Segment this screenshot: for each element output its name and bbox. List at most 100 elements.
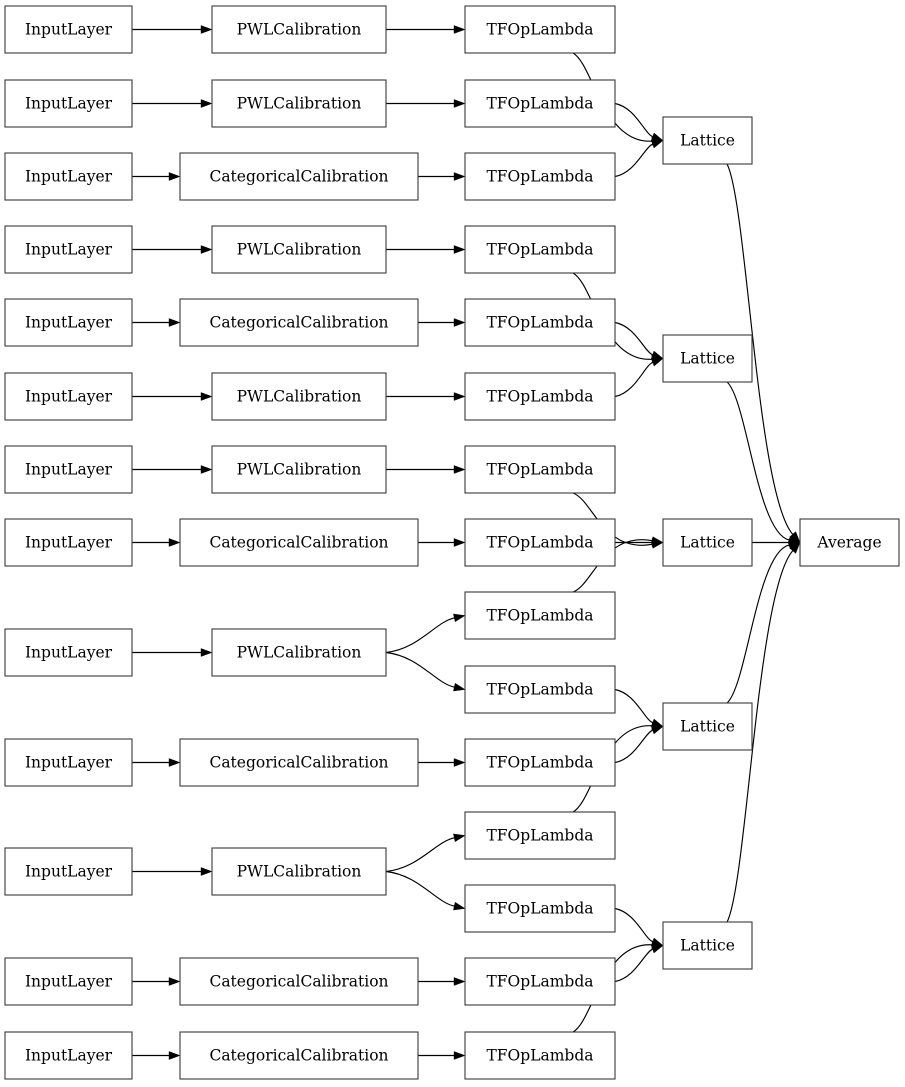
node-box[interactable]: [211, 372, 387, 421]
node-box[interactable]: [464, 518, 616, 567]
node-lattice[interactable]: Lattice: [662, 518, 753, 567]
node-input-layer[interactable]: InputLayer: [4, 298, 133, 347]
node-box[interactable]: [4, 5, 133, 54]
node-categorical-calibration[interactable]: CategoricalCalibration: [179, 1031, 419, 1080]
node-pwlcalibration[interactable]: PWLCalibration: [211, 628, 387, 677]
node-box[interactable]: [799, 518, 900, 567]
node-box[interactable]: [4, 152, 133, 201]
node-tfop-lambda[interactable]: TFOpLambda: [464, 225, 616, 274]
node-tfop-lambda[interactable]: TFOpLambda: [464, 445, 616, 494]
node-tfop-lambda[interactable]: TFOpLambda: [464, 1031, 616, 1080]
node-box[interactable]: [464, 445, 616, 494]
node-lattice[interactable]: Lattice: [662, 921, 753, 970]
node-box[interactable]: [179, 957, 419, 1006]
node-tfop-lambda[interactable]: TFOpLambda: [464, 518, 616, 567]
node-box[interactable]: [662, 518, 753, 567]
node-pwlcalibration[interactable]: PWLCalibration: [211, 847, 387, 896]
node-input-layer[interactable]: InputLayer: [4, 628, 133, 677]
node-pwlcalibration[interactable]: PWLCalibration: [211, 79, 387, 128]
node-box[interactable]: [179, 298, 419, 347]
node-pwlcalibration[interactable]: PWLCalibration: [211, 372, 387, 421]
node-categorical-calibration[interactable]: CategoricalCalibration: [179, 738, 419, 787]
node-tfop-lambda[interactable]: TFOpLambda: [464, 738, 616, 787]
node-input-layer[interactable]: InputLayer: [4, 225, 133, 274]
node-tfop-lambda[interactable]: TFOpLambda: [464, 372, 616, 421]
node-pwlcalibration[interactable]: PWLCalibration: [211, 225, 387, 274]
node-input-layer[interactable]: InputLayer: [4, 738, 133, 787]
node-input-layer[interactable]: InputLayer: [4, 957, 133, 1006]
node-box[interactable]: [662, 921, 753, 970]
node-box[interactable]: [464, 225, 616, 274]
node-tfop-lambda[interactable]: TFOpLambda: [464, 591, 616, 640]
node-box[interactable]: [211, 847, 387, 896]
node-box[interactable]: [211, 225, 387, 274]
node-tfop-lambda[interactable]: TFOpLambda: [464, 665, 616, 714]
node-box[interactable]: [464, 665, 616, 714]
node-box[interactable]: [179, 738, 419, 787]
node-tfop-lambda[interactable]: TFOpLambda: [464, 79, 616, 128]
node-box[interactable]: [464, 811, 616, 860]
node-tfop-lambda[interactable]: TFOpLambda: [464, 884, 616, 933]
node-box[interactable]: [4, 1031, 133, 1080]
node-box[interactable]: [464, 5, 616, 54]
node-box[interactable]: [464, 372, 616, 421]
node-input-layer[interactable]: InputLayer: [4, 5, 133, 54]
node-box[interactable]: [464, 298, 616, 347]
node-box[interactable]: [464, 591, 616, 640]
node-input-layer[interactable]: InputLayer: [4, 372, 133, 421]
node-tfop-lambda[interactable]: TFOpLambda: [464, 152, 616, 201]
edge-input-layer-to-categorical-calibration: [132, 172, 181, 181]
node-box[interactable]: [4, 372, 133, 421]
node-box[interactable]: [4, 298, 133, 347]
edge-line: [385, 651, 455, 688]
node-box[interactable]: [464, 957, 616, 1006]
node-box[interactable]: [464, 738, 616, 787]
node-box[interactable]: [464, 79, 616, 128]
node-box[interactable]: [4, 628, 133, 677]
node-pwlcalibration[interactable]: PWLCalibration: [211, 445, 387, 494]
node-box[interactable]: [464, 884, 616, 933]
node-pwlcalibration[interactable]: PWLCalibration: [211, 5, 387, 54]
node-box[interactable]: [4, 225, 133, 274]
node-box[interactable]: [211, 79, 387, 128]
edge-tfop-lambda-to-lattice: [614, 321, 664, 359]
node-lattice[interactable]: Lattice: [662, 702, 753, 751]
node-box[interactable]: [464, 152, 616, 201]
node-input-layer[interactable]: InputLayer: [4, 518, 133, 567]
node-box[interactable]: [662, 116, 753, 165]
node-input-layer[interactable]: InputLayer: [4, 445, 133, 494]
node-box[interactable]: [4, 847, 133, 896]
node-box[interactable]: [4, 445, 133, 494]
node-box[interactable]: [662, 702, 753, 751]
node-categorical-calibration[interactable]: CategoricalCalibration: [179, 518, 419, 567]
node-categorical-calibration[interactable]: CategoricalCalibration: [179, 957, 419, 1006]
node-box[interactable]: [211, 5, 387, 54]
node-box[interactable]: [179, 518, 419, 567]
edge-tfop-lambda-to-lattice: [614, 907, 664, 946]
node-box[interactable]: [211, 628, 387, 677]
node-box[interactable]: [179, 1031, 419, 1080]
node-input-layer[interactable]: InputLayer: [4, 79, 133, 128]
node-box[interactable]: [4, 79, 133, 128]
node-box[interactable]: [4, 957, 133, 1006]
edge-tfop-lambda-to-lattice: [614, 945, 664, 983]
node-box[interactable]: [211, 445, 387, 494]
node-categorical-calibration[interactable]: CategoricalCalibration: [179, 298, 419, 347]
node-box[interactable]: [4, 518, 133, 567]
node-tfop-lambda[interactable]: TFOpLambda: [464, 811, 616, 860]
arrowhead-icon: [200, 245, 213, 254]
node-lattice[interactable]: Lattice: [662, 334, 753, 383]
node-box[interactable]: [464, 1031, 616, 1080]
node-input-layer[interactable]: InputLayer: [4, 152, 133, 201]
node-lattice[interactable]: Lattice: [662, 116, 753, 165]
node-tfop-lambda[interactable]: TFOpLambda: [464, 957, 616, 1006]
node-tfop-lambda[interactable]: TFOpLambda: [464, 5, 616, 54]
node-tfop-lambda[interactable]: TFOpLambda: [464, 298, 616, 347]
node-input-layer[interactable]: InputLayer: [4, 1031, 133, 1080]
node-categorical-calibration[interactable]: CategoricalCalibration: [179, 152, 419, 201]
node-average[interactable]: Average: [799, 518, 900, 567]
node-box[interactable]: [662, 334, 753, 383]
node-box[interactable]: [4, 738, 133, 787]
node-input-layer[interactable]: InputLayer: [4, 847, 133, 896]
node-box[interactable]: [179, 152, 419, 201]
